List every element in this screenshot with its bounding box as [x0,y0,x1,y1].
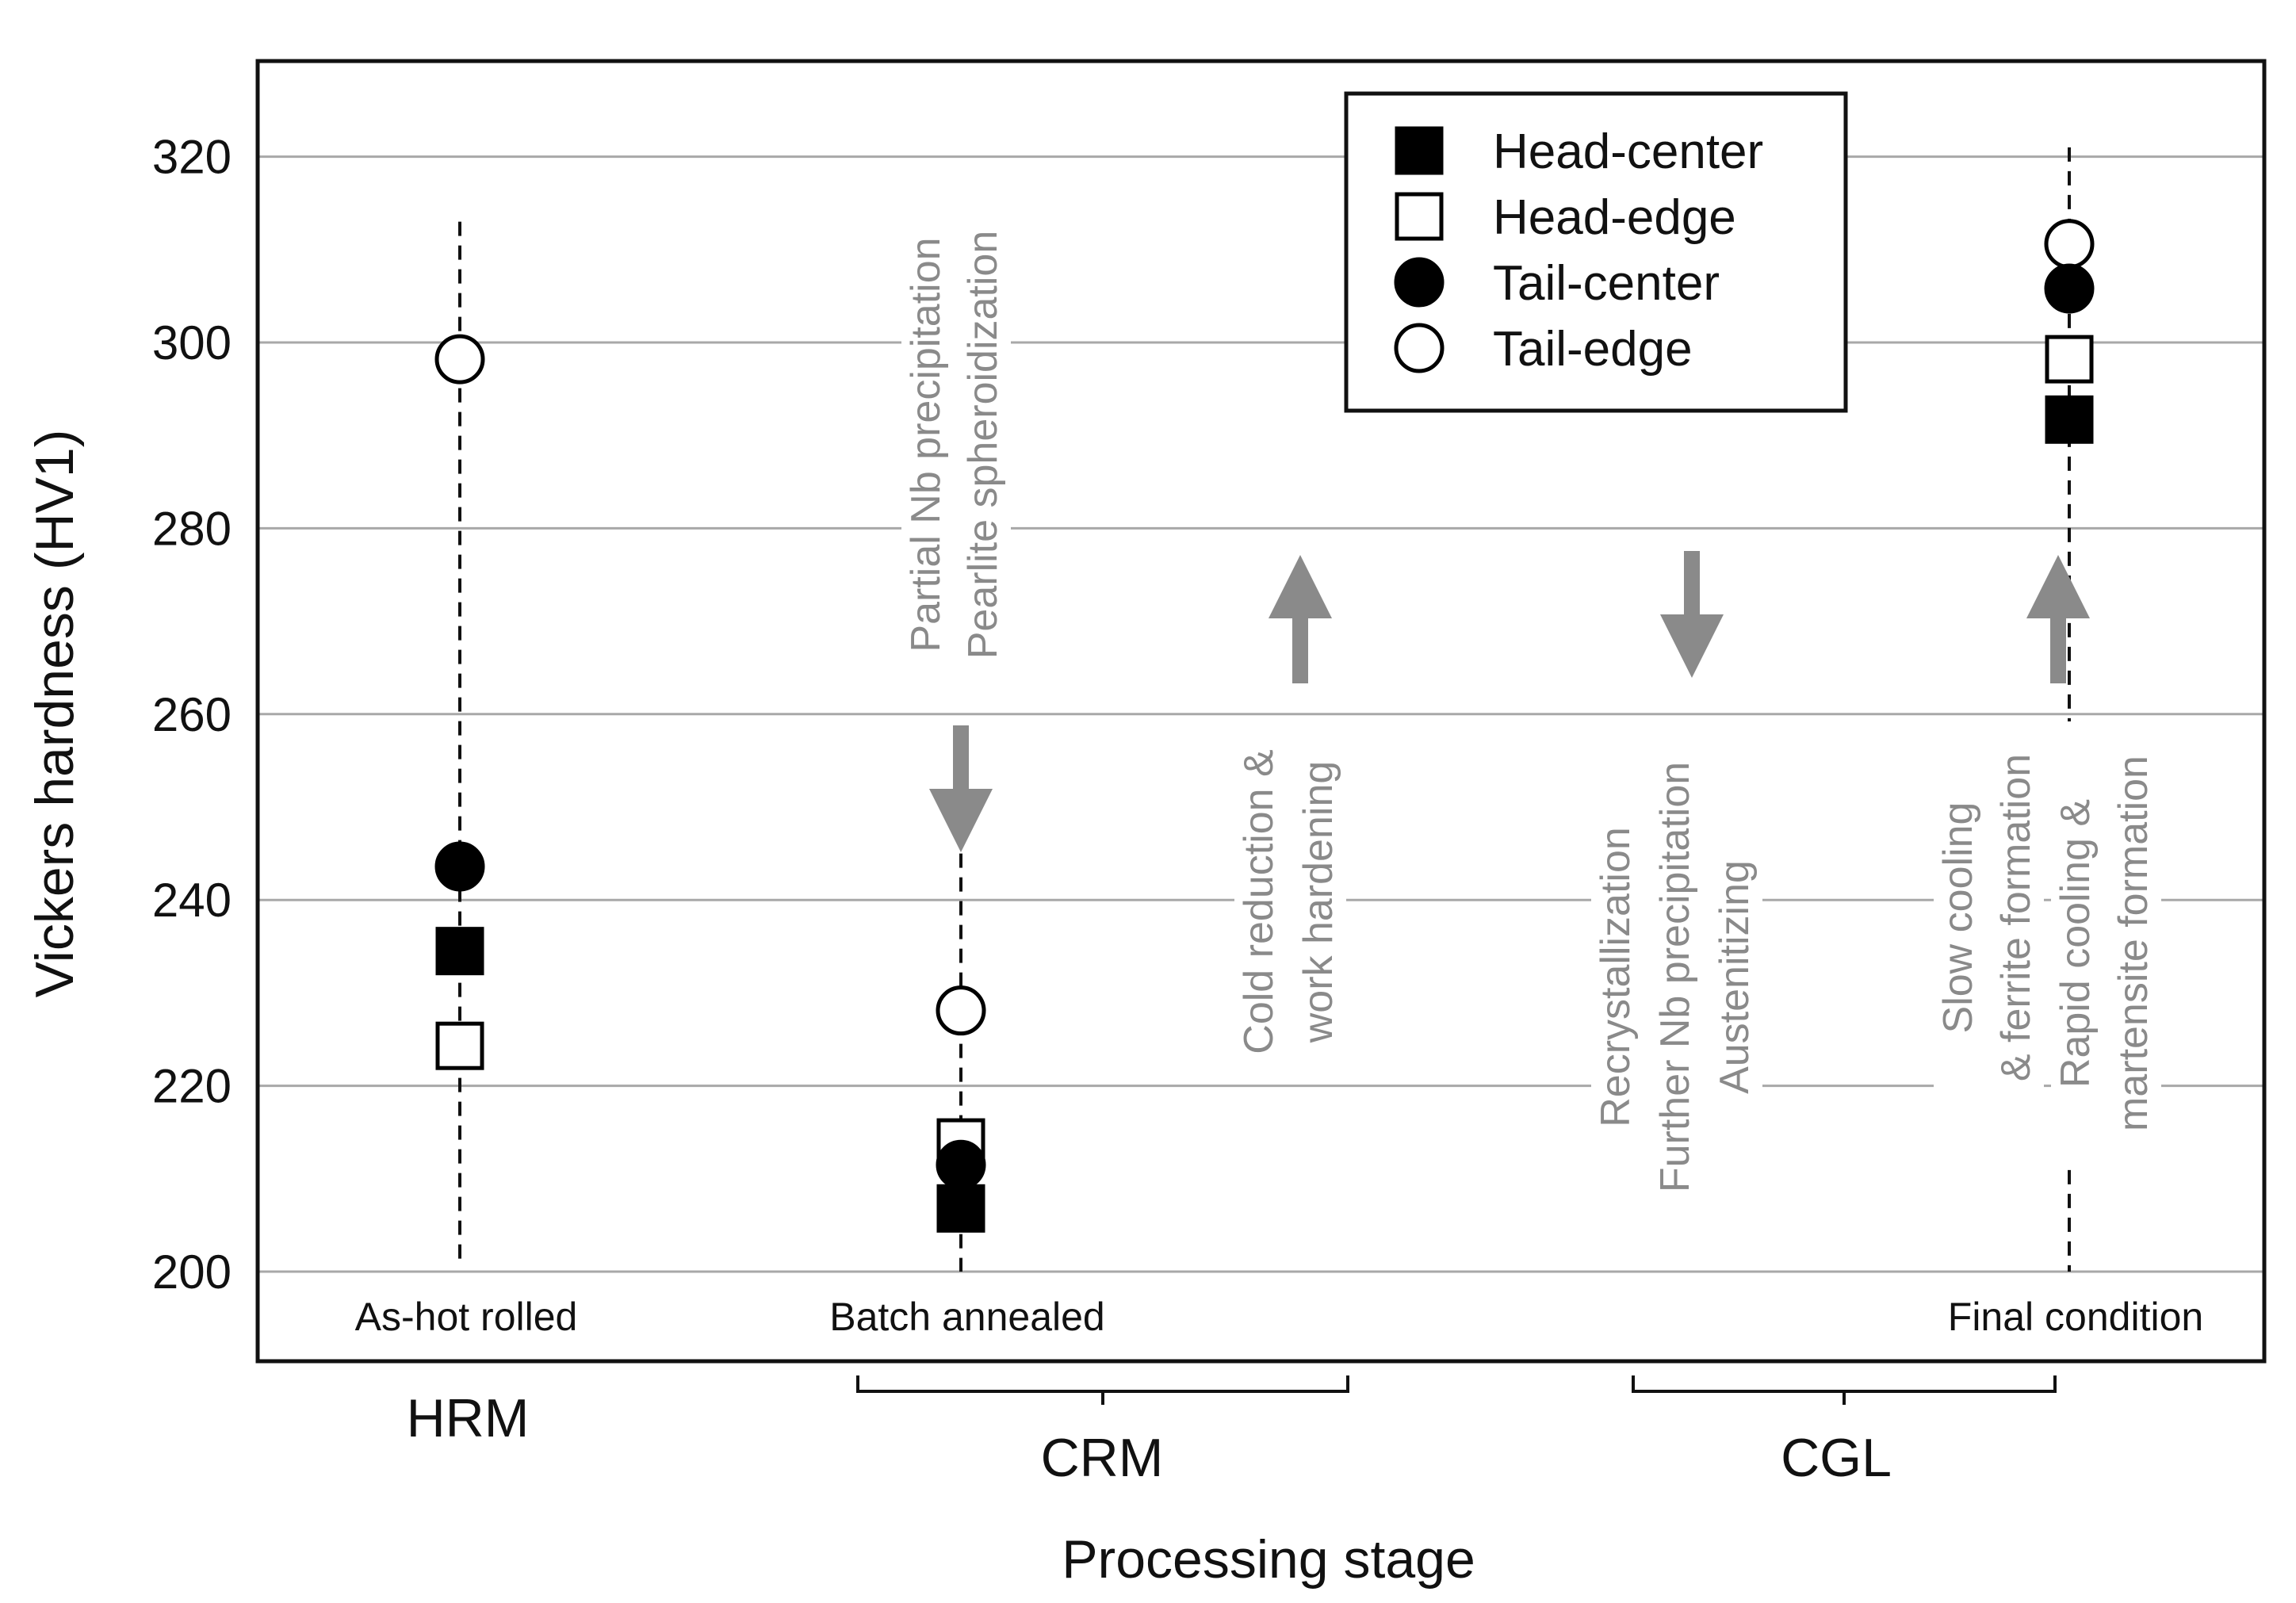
legend-tail-center-icon [1394,257,1445,308]
plot-frame [255,59,2267,1364]
annotation-backdrop [1591,721,1762,1233]
tail-edge-point [434,334,485,384]
group-bracket [856,1375,1349,1405]
annotation-text: Slow cooling [1935,802,1981,1034]
legend-label: Head-edge [1493,190,1736,245]
y-tick-label: 220 [152,1060,232,1113]
y-tick-label: 280 [152,502,232,555]
annotation-text: Rapid cooling & [2053,799,2099,1088]
annotation-text: work hardening [1295,761,1341,1044]
x-axis-title: Processing stage [1062,1529,1475,1590]
arrow-up-icon [2026,555,2090,618]
annotation-text: Pearlite spheroidization [960,231,1006,660]
legend-label: Tail-edge [1493,322,1693,377]
tail-center-point [936,1139,986,1190]
tail-edge-point [936,985,986,1036]
annotation-text: & ferrite formation [1993,754,2039,1081]
annotation-text: Cold reduction & [1236,749,1282,1054]
legend-head-center-icon [1395,126,1444,175]
head-center-point [936,1184,985,1233]
process-group-label: HRM [407,1388,530,1448]
y-tick-label: 260 [152,688,232,741]
arrow-up-shaft [2050,618,2066,683]
y-tick-label: 320 [152,131,232,184]
tail-center-point [2044,263,2095,314]
arrow-down-icon [929,789,993,852]
annotation-text: Partial Nb precipitation [903,237,949,652]
legend-label: Tail-center [1493,256,1720,311]
tail-center-point [434,841,485,892]
y-tick-labels: 200 220 240 260 280 300 320 [152,131,232,1299]
annotation-backdrop [901,200,1011,690]
annotation-text: Recrystallization [1593,827,1639,1127]
data-markers [434,219,2095,1233]
annotation-text: Further Nb precipitation [1652,762,1698,1192]
arrow-up-icon [1269,555,1332,618]
head-edge-point [435,1021,484,1070]
y-axis-title: Vickers hardness (HV1) [25,430,85,998]
process-group-label: CRM [1041,1428,1164,1488]
arrow-down-shaft [953,725,969,789]
y-tick-label: 200 [152,1245,232,1299]
legend-tail-edge-icon [1394,323,1445,373]
tail-edge-point [2044,219,2095,270]
stage-label: Batch annealed [829,1295,1105,1339]
y-tick-label: 300 [152,316,232,369]
stage-label: Final condition [1948,1295,2203,1339]
process-groups: HRM CRM CGL [407,1375,2057,1488]
head-center-point [435,927,484,976]
annotation-backdrop [1934,721,2044,1114]
stage-labels: As-hot rolled Batch annealed Final conditi… [355,1295,2204,1339]
stage-label: As-hot rolled [355,1295,578,1339]
y-tick-label: 240 [152,874,232,927]
annotation-text: martensite formation [2110,756,2156,1131]
group-bracket [1632,1375,2057,1405]
arrow-up-shaft [1292,618,1308,683]
annotation-backdrop [1234,721,1346,1082]
arrow-down-icon [1660,614,1724,678]
head-edge-point [2045,335,2094,384]
annotation-backdrop [2051,721,2161,1165]
head-center-point [2045,395,2094,444]
arrow-down-shaft [1684,551,1700,614]
process-group-label: CGL [1781,1428,1892,1488]
annotation-text: Austenitizing [1712,860,1758,1094]
legend-head-edge-icon [1395,192,1444,241]
legend-label: Head-center [1493,124,1763,179]
